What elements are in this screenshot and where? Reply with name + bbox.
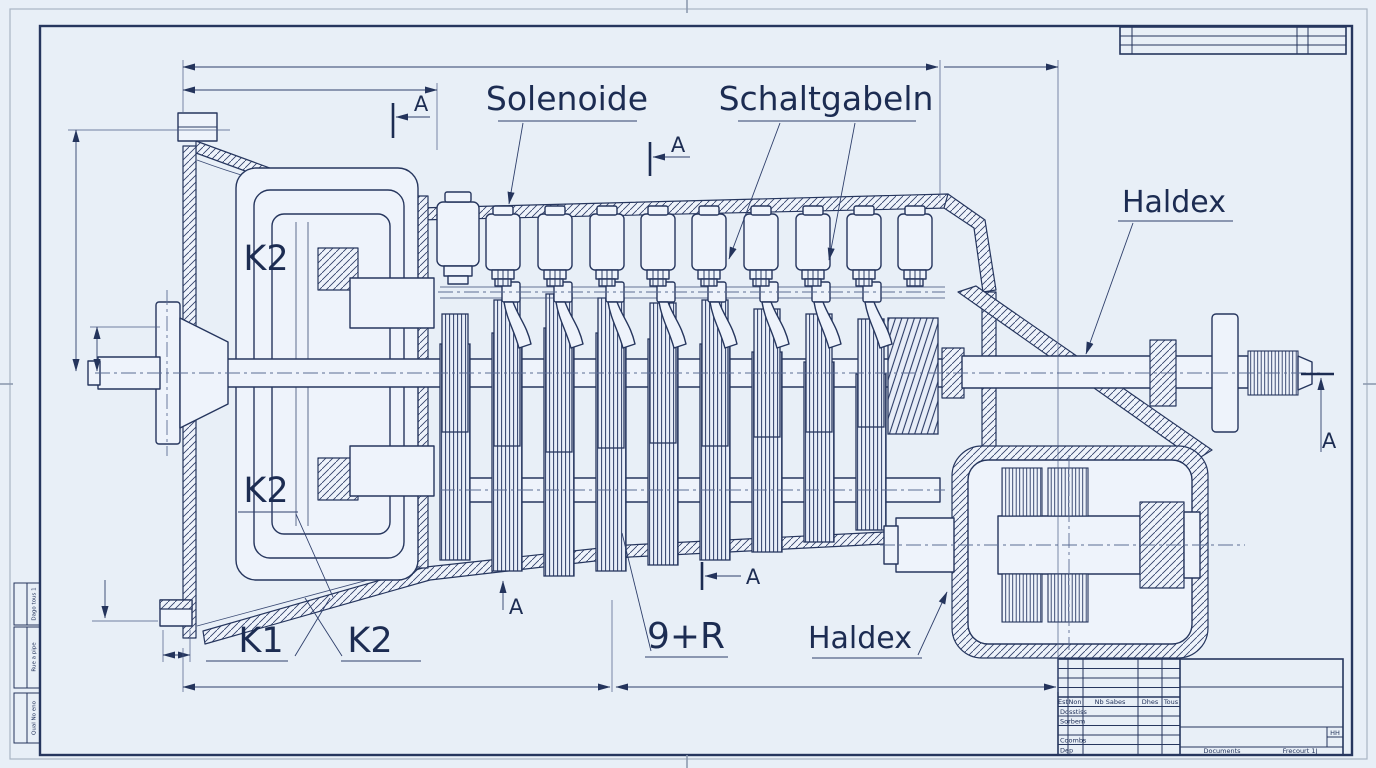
tb-row-label-1: Dosstiss bbox=[1060, 708, 1087, 716]
solenoids-label: Solenoide bbox=[486, 79, 648, 118]
left-margin-notes: Dago tous 1 Rue a pipe Qual No eno bbox=[13, 582, 41, 744]
margin-note-2: Rue a pipe bbox=[32, 642, 38, 672]
revision-table bbox=[1119, 26, 1347, 55]
tb-col-header-5: Tous bbox=[1163, 698, 1179, 706]
k2-top-label: K2 bbox=[243, 239, 288, 279]
section-label-a1: A bbox=[414, 92, 429, 116]
tb-col-header-2: Non bbox=[1069, 698, 1082, 706]
section-label-a5: A bbox=[1322, 429, 1337, 453]
tb-col-header-1: Est bbox=[1058, 698, 1068, 706]
helical-gear bbox=[887, 317, 939, 435]
margin-note-3: Qual No eno bbox=[32, 700, 38, 735]
tb-row-label-3: Coombs bbox=[1060, 737, 1087, 745]
solenoid-row bbox=[436, 191, 933, 287]
section-label-a3: A bbox=[509, 595, 524, 619]
section-markers: A A A A A bbox=[391, 92, 1337, 619]
gearbox-section bbox=[87, 112, 1320, 659]
case-top-right-corner bbox=[943, 193, 997, 293]
dimensions bbox=[68, 60, 1059, 692]
tb-col-header-4: Dhes bbox=[1142, 698, 1159, 706]
tb-documents-label: Documents bbox=[1203, 747, 1241, 755]
title-block: Est Non Nb Sabes Dhes Tous Dosstiss Sorb… bbox=[1057, 658, 1344, 756]
tb-format-label: HH bbox=[1330, 729, 1340, 737]
haldex-coupling bbox=[883, 445, 1209, 659]
gear-count-label: 9+R bbox=[647, 616, 725, 657]
haldex-top-label: Haldex bbox=[1122, 185, 1226, 220]
k2-bottom-label: K2 bbox=[347, 621, 392, 661]
shift-rail-and-forks bbox=[440, 281, 945, 349]
haldex-bottom-label: Haldex bbox=[808, 621, 912, 656]
k2-mid-label: K2 bbox=[243, 471, 288, 511]
callout-labels: Solenoide Schaltgabeln Haldex K2 K2 K1 K… bbox=[206, 79, 1233, 662]
section-label-a4: A bbox=[746, 565, 761, 589]
output-shaft bbox=[961, 355, 1249, 389]
tb-col-header-3: Nb Sabes bbox=[1095, 698, 1126, 706]
tb-reference-label: Frecourt 1J bbox=[1283, 747, 1318, 755]
k1-bottom-label: K1 bbox=[238, 621, 283, 661]
section-label-a2: A bbox=[671, 133, 686, 157]
tb-row-label-4: Dep bbox=[1060, 747, 1073, 755]
margin-note-1: Dago tous 1 bbox=[32, 587, 38, 620]
shift-forks-label: Schaltgabeln bbox=[719, 79, 934, 118]
tb-row-label-2: Sorbem bbox=[1060, 718, 1085, 726]
